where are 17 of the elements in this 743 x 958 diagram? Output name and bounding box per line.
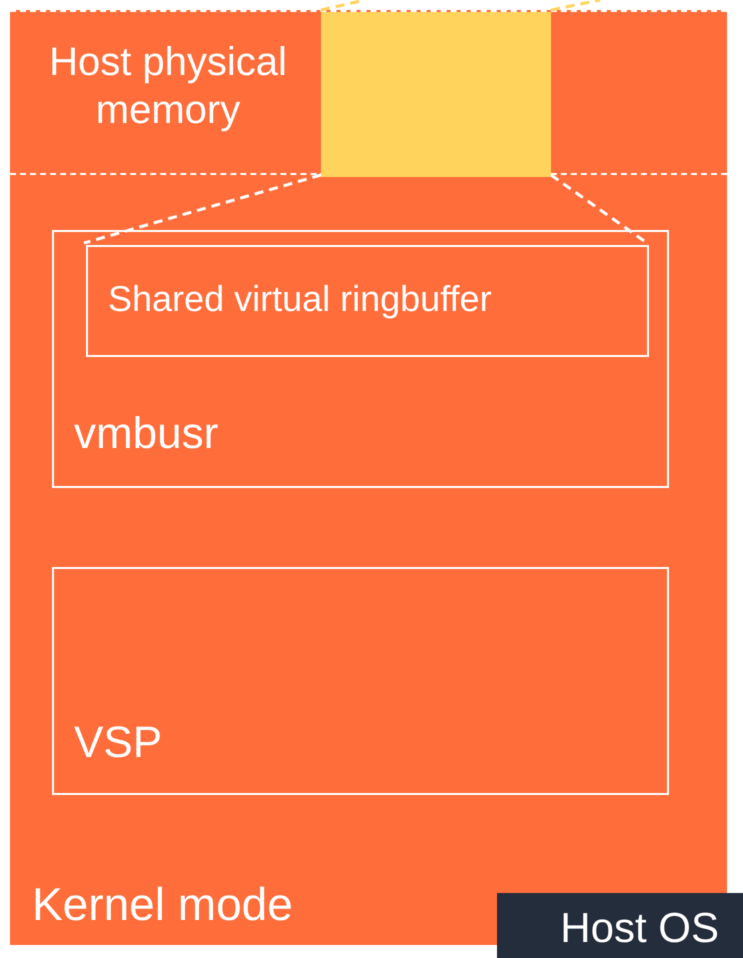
dashed-connector bbox=[84, 174, 322, 244]
memory-band bbox=[10, 10, 727, 175]
box-label: Host physical memory bbox=[48, 39, 288, 134]
driver-box bbox=[52, 230, 669, 488]
os-tab bbox=[497, 893, 743, 958]
box-label: VSP bbox=[74, 721, 162, 765]
box-label: vmbusr bbox=[74, 412, 218, 456]
memory-region-box bbox=[321, 12, 551, 177]
ringbuffer-box bbox=[86, 245, 649, 357]
dashed-connector bbox=[320, 0, 366, 12]
kernel-mode-panel bbox=[10, 10, 727, 945]
box-label: Kernel mode bbox=[32, 881, 293, 927]
box-label: Shared virtual ringbuffer bbox=[108, 281, 492, 317]
provider-box bbox=[52, 567, 669, 795]
dashed-connector bbox=[550, 0, 600, 12]
dashed-connector bbox=[550, 174, 648, 244]
box-label: Host OS bbox=[560, 907, 719, 949]
